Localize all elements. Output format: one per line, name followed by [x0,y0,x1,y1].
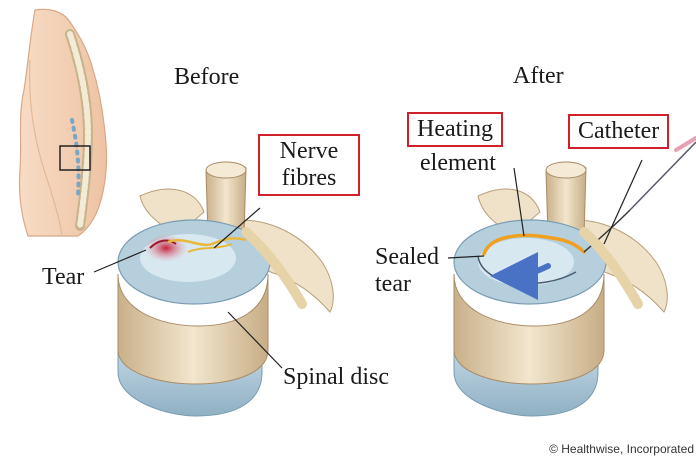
element-label: element [420,150,496,177]
after-vertebra [454,138,696,416]
after-heading: After [513,63,564,90]
sealed-tear-label: Sealed tear [375,244,455,298]
heating-label: Heating [417,116,493,142]
copyright-credit: © Healthwise, Incorporated [549,442,694,456]
tear-label: Tear [42,264,84,291]
body-silhouette [19,9,106,236]
heating-callout: Heating [407,112,503,147]
catheter-label: Catheter [578,118,659,144]
before-heading: Before [174,64,239,91]
catheter-callout: Catheter [568,114,669,149]
nerve-fibres-label: Nerve fibres [280,138,339,191]
spinal-disc-label: Spinal disc [283,364,389,391]
nerve-fibres-callout: Nerve fibres [258,134,360,196]
leader-catheter [604,160,642,244]
